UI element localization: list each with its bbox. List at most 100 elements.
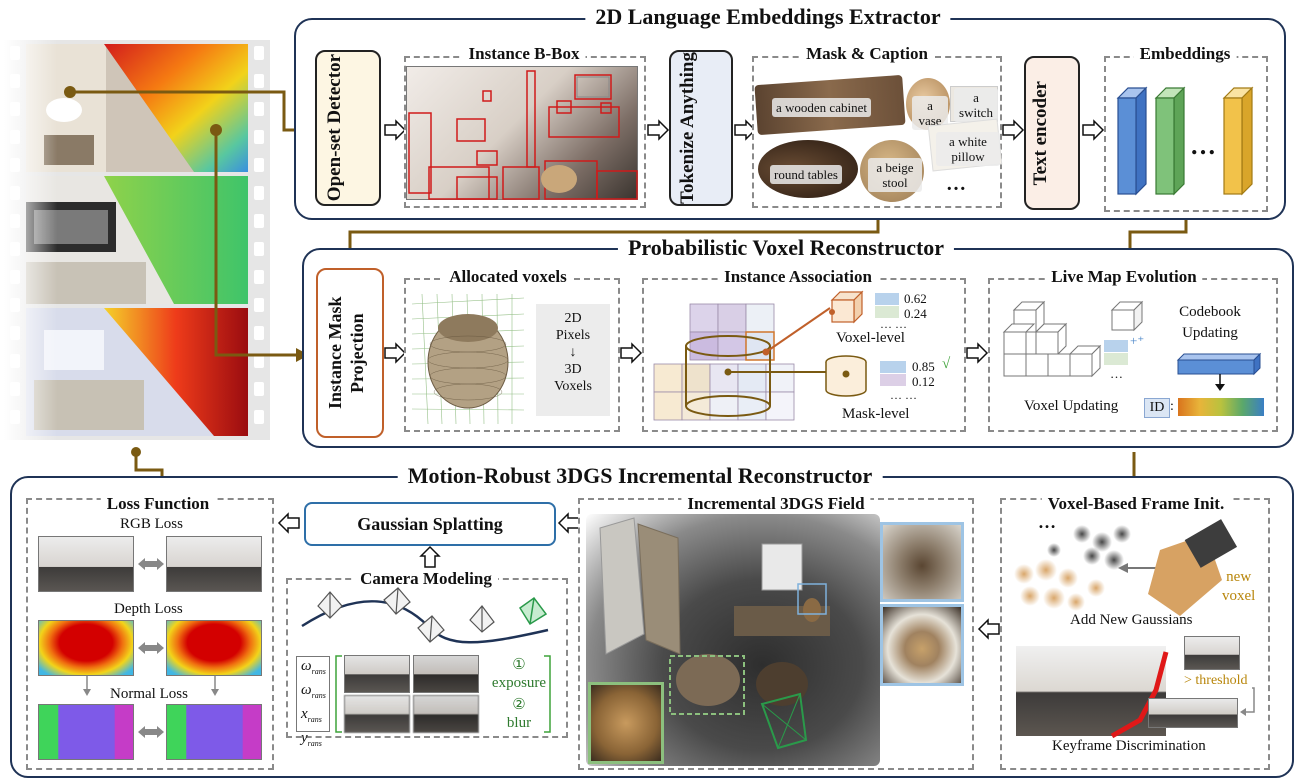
new-voxel-cube-icon [1110, 300, 1144, 332]
blur-group: ② blur [484, 696, 554, 732]
pixels-to-voxels-box: 2D Pixels ↓ 3D Voxels [536, 304, 610, 416]
camera-frame-2 [413, 655, 479, 693]
left-arrow-icon [977, 618, 1000, 640]
id-box: ID [1144, 398, 1170, 418]
id-colon: : [1170, 399, 1174, 414]
new-voxel-line1: new [1226, 569, 1252, 585]
embedding-vector-3 [1222, 86, 1254, 196]
instance-mask-projection-box: Instance Mask Projection [316, 268, 384, 438]
vase-inset-photo [880, 604, 964, 686]
normal-image-2 [166, 704, 262, 760]
mask-score-2: 0.12 [912, 374, 935, 389]
right-arrow-icon [647, 119, 670, 141]
gaussian-splatting-label: Gaussian Splatting [357, 513, 503, 534]
camera-modeling-title: Camera Modeling [354, 569, 498, 589]
film-strip-graphic [4, 40, 270, 440]
add-gaussians-label: Add New Gaussians [1070, 612, 1193, 628]
caption-tables: round tables [770, 165, 842, 184]
camera-trajectory-graphic [301, 587, 549, 644]
bidirectional-arrow-icon [138, 558, 164, 570]
camera-frame-4 [413, 695, 479, 733]
blur-label: blur [506, 715, 532, 731]
depth-image-1 [38, 620, 134, 676]
pix2vox-3d: 3D [564, 362, 582, 377]
right-arrow-icon [1082, 119, 1105, 141]
depth-image-2 [166, 620, 262, 676]
param-omega2-row: ωrans [301, 682, 326, 700]
left-arrow-icon [557, 512, 580, 534]
embeddings-ellipsis: … [1190, 131, 1216, 160]
reconstructor-title: Probabilistic Voxel Reconstructor [617, 235, 955, 261]
extractor-title: 2D Language Embeddings Extractor [585, 4, 951, 30]
caption-switch: a switch [954, 88, 998, 122]
voxel-level-label: Voxel-level [836, 330, 905, 346]
bidirectional-arrow-icon [138, 726, 164, 738]
exposure-group: ① exposure [484, 656, 554, 692]
normal-loss-label: Normal Loss [110, 686, 188, 702]
pix2vox-2d: 2D [564, 311, 582, 326]
caption-vase: a vase [912, 96, 948, 130]
pix2vox-arrow: ↓ [569, 345, 577, 360]
mask-level-cylinder-icon [825, 355, 867, 397]
check-mark-icon: √ [942, 356, 951, 372]
right-arrow-icon [734, 119, 757, 141]
left-arrow-icon [277, 512, 300, 534]
caption-cabinet: a wooden cabinet [772, 98, 871, 117]
embeddings-title: Embeddings [1133, 44, 1237, 64]
allocated-voxels-graphic [411, 293, 525, 425]
rgb-image-2 [166, 536, 262, 592]
mask-score-bar-2 [880, 374, 906, 386]
right-arrow-icon [384, 342, 407, 364]
camera-bracket-graphic [335, 655, 551, 733]
up-arrow-icon [419, 545, 441, 568]
right-arrow-icon [966, 342, 989, 364]
caption-pillow: a white pillow [936, 132, 1000, 166]
caption-stool: a beige stool [868, 158, 922, 192]
param-y-row: yrans [301, 730, 322, 748]
voxel-updating-graphic [1002, 300, 1102, 378]
frame-init-ellipsis: … [1038, 512, 1056, 532]
new-voxel-line2: voxel [1222, 588, 1256, 604]
mask-score-bar-1 [880, 361, 906, 373]
voxel-score-2: 0.24 [904, 306, 927, 321]
voxel-score-bar-1 [875, 293, 899, 305]
bidirectional-arrow-icon [138, 642, 164, 654]
live-map-title: Live Map Evolution [1045, 267, 1203, 287]
open-set-detector-box: Open-set Detector [315, 50, 381, 206]
normal-image-1 [38, 704, 134, 760]
allocated-voxels-title: Allocated voxels [443, 267, 573, 287]
update-ellipsis: … [1110, 366, 1123, 381]
mask-caption-title: Mask & Caption [800, 44, 934, 64]
camera-frame-3 [344, 695, 410, 733]
exposure-label: exposure [491, 675, 547, 691]
threshold-label: > threshold [1184, 673, 1248, 688]
mask-score-1: 0.85 [912, 359, 935, 374]
open-set-detector-label: Open-set Detector [324, 54, 345, 202]
param-x-row: xrans [301, 706, 322, 724]
codebook-label: Codebook Updating [1179, 304, 1241, 341]
gaussian-blobs-graphic [1014, 519, 1238, 616]
stool-inset-image [588, 682, 664, 764]
id-colormap [1178, 398, 1264, 416]
caption-ellipsis: … [946, 173, 966, 195]
update-bar-1 [1104, 340, 1128, 352]
mask-score-ellipsis: … … [890, 388, 917, 402]
tokenize-anything-box: Tokenize Anything [669, 50, 733, 206]
right-arrow-icon [384, 119, 407, 141]
param-omega-row: ωrans [301, 658, 326, 676]
text-encoder-box: Text encoder [1024, 56, 1080, 210]
down-arrow-icon [83, 676, 91, 696]
depth-loss-label: Depth Loss [114, 601, 183, 617]
threshold-arrow-icon [1240, 687, 1255, 716]
incremental-field-title: Incremental 3DGS Field [681, 494, 871, 514]
bbox-image [406, 66, 638, 200]
instance-mask-projection-label: Instance Mask Projection [325, 296, 367, 410]
vase-inset-render [880, 522, 964, 602]
mask-level-label: Mask-level [842, 406, 910, 422]
loss-function-title: Loss Function [100, 494, 216, 514]
text-encoder-label: Text encoder [1030, 80, 1051, 186]
camera-frame-1 [344, 655, 410, 693]
blur-number: ② [512, 697, 526, 713]
film-strip [4, 40, 270, 440]
keyframe-label: Keyframe Discrimination [1052, 738, 1206, 754]
